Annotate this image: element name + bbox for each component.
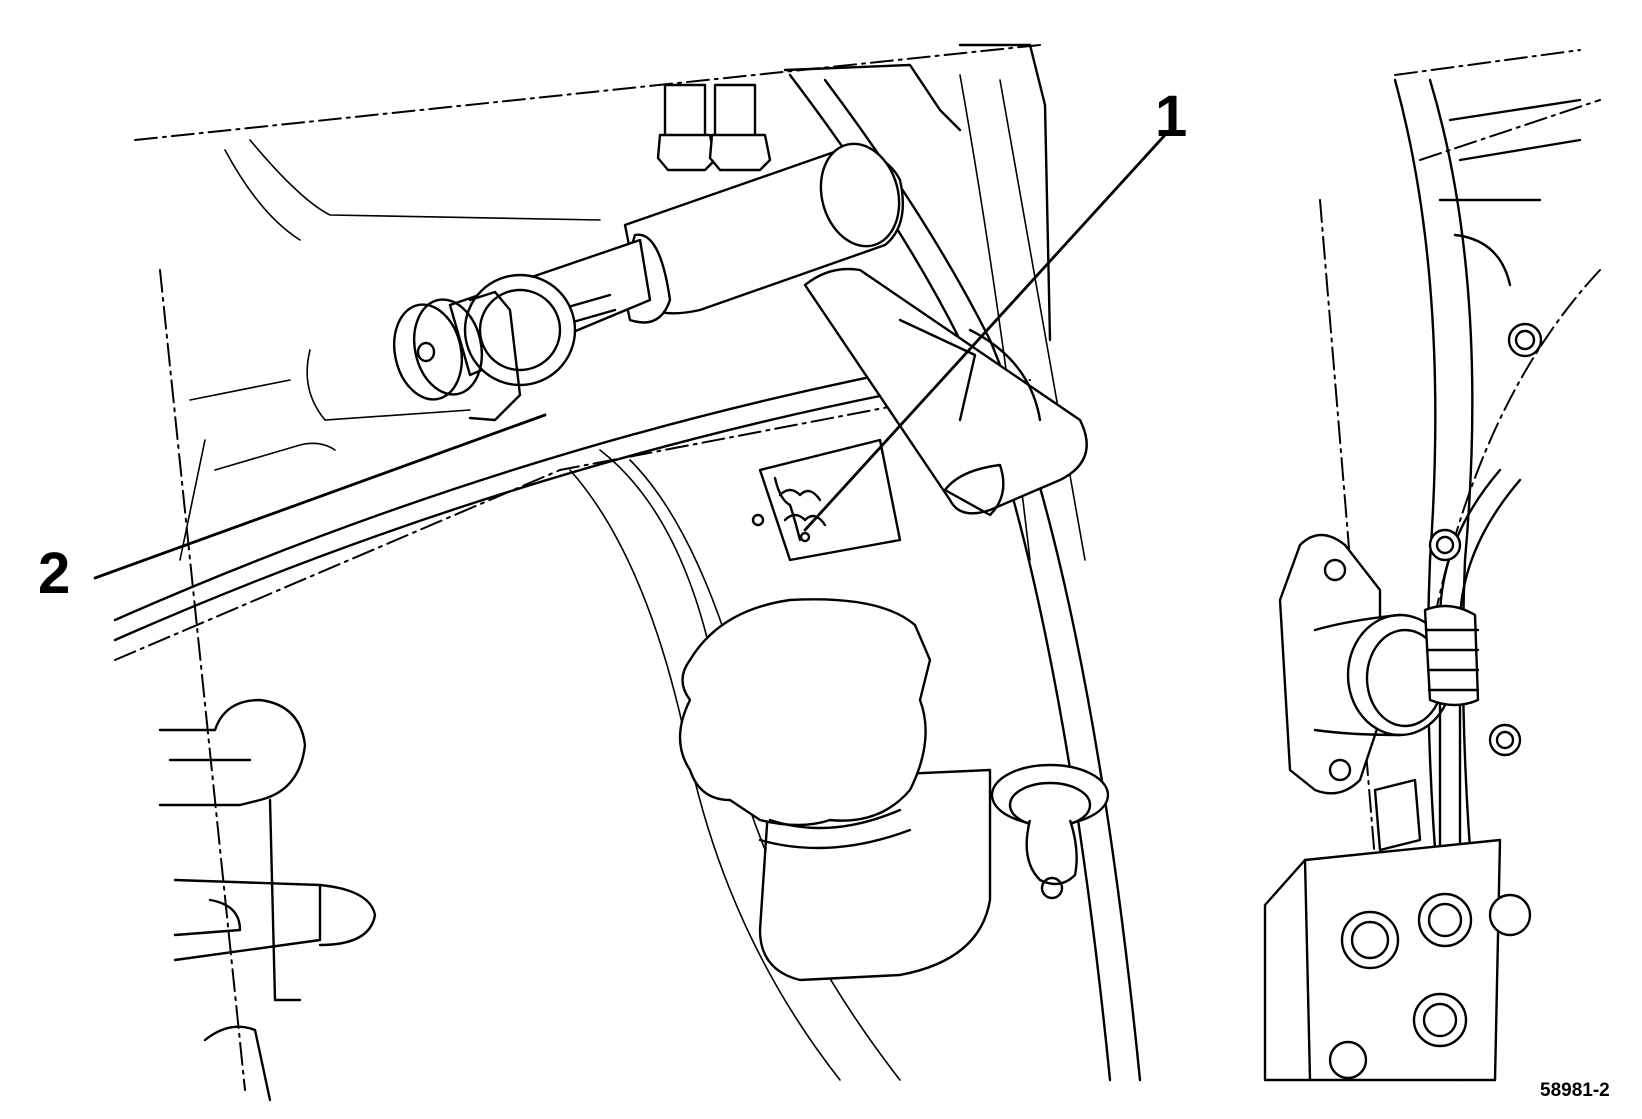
leader-lines [93, 133, 1167, 580]
leader-line-2 [93, 413, 547, 580]
right-flange [1278, 533, 1454, 795]
callout-2: 2 [38, 541, 71, 606]
lower-left-casting [158, 698, 377, 1102]
tube-adaptor [803, 267, 1088, 517]
filler-cap [678, 598, 992, 982]
special-tool [393, 142, 904, 422]
lower-right-plate [1263, 778, 1532, 1082]
timing-window [751, 438, 902, 562]
right-bolts [1428, 98, 1582, 757]
dipstick [990, 763, 1110, 900]
figure-id: 58981-2 [1540, 1080, 1610, 1101]
top-bolts [656, 83, 772, 172]
callout-1: 1 [1155, 84, 1188, 149]
leader-line-1 [803, 133, 1167, 532]
